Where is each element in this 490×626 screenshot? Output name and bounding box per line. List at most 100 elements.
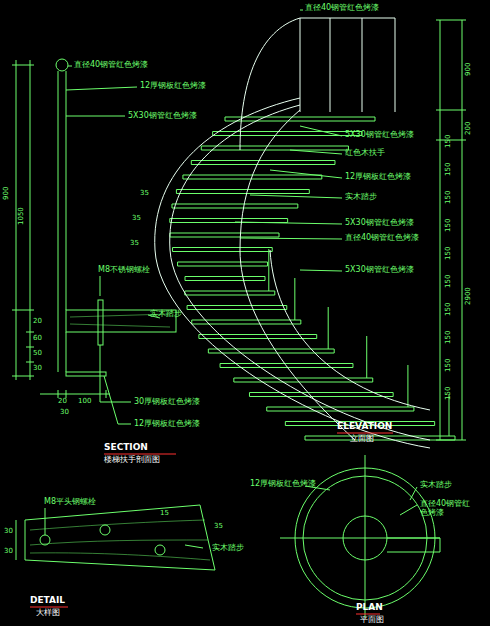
stair-stroke — [187, 306, 188, 310]
stair-stroke — [294, 278, 295, 320]
stair-stroke — [182, 175, 183, 179]
dimension-text: 150 — [445, 247, 453, 260]
view-title: DETAIL — [30, 596, 65, 606]
view-title: 大样图 — [36, 609, 60, 618]
stair-stroke — [366, 336, 367, 378]
dimension-text: 20 — [58, 398, 67, 406]
stair-stroke — [183, 179, 322, 180]
stair-stroke — [213, 135, 362, 136]
view-title: 立面图 — [350, 435, 374, 444]
stair-stroke — [272, 248, 273, 252]
stair-stroke — [372, 378, 373, 382]
dimension-text: 35 — [130, 240, 139, 248]
stair-stroke — [352, 364, 353, 368]
stair-stroke — [199, 338, 317, 339]
stair-stroke — [321, 175, 322, 179]
callout-text: M8不锈钢螺栓 — [98, 266, 150, 275]
dimension-text: 900 — [3, 187, 11, 200]
stair-stroke — [201, 150, 348, 151]
dimension-text: 15 — [160, 510, 169, 518]
stair-stroke — [185, 295, 275, 296]
stair-stroke — [176, 190, 177, 194]
stair-stroke — [220, 363, 353, 364]
dimension-text: 150 — [445, 303, 453, 316]
stair-stroke — [249, 396, 393, 397]
stair-stroke — [170, 233, 279, 234]
stair-stroke — [208, 349, 334, 350]
dimension-text: 150 — [445, 191, 453, 204]
stair-stroke — [198, 335, 199, 339]
dimension-text: 30 — [4, 528, 13, 536]
callout-text: 5X30钢管红色烤漆 — [128, 112, 197, 121]
dimension-text: 50 — [33, 350, 42, 358]
dimension-text: 1050 — [18, 207, 26, 225]
dimension-text: 900 — [465, 63, 473, 76]
stair-stroke — [178, 266, 268, 267]
callout-text: 12厚钢板红色烤漆 — [134, 420, 200, 429]
view-title: 平面图 — [360, 616, 384, 625]
callout-text: 12厚钢板红色烤漆 — [345, 173, 411, 182]
stair-stroke — [305, 436, 306, 440]
stair-stroke — [268, 249, 269, 291]
stair-stroke — [265, 277, 266, 281]
stair-stroke — [187, 305, 287, 306]
dimension-text: 150 — [445, 387, 453, 400]
stair-stroke — [201, 146, 348, 147]
stair-stroke — [169, 219, 170, 223]
stair-stroke — [407, 365, 408, 407]
stair-stroke — [286, 306, 287, 310]
stair-stroke — [285, 422, 286, 426]
callout-text: 实木踏步 — [150, 310, 182, 319]
stair-stroke — [173, 251, 273, 252]
view-title: SECTION — [104, 443, 148, 453]
stair-stroke — [287, 219, 288, 223]
stair-stroke — [177, 262, 178, 266]
stair-stroke — [413, 407, 414, 411]
view-title: 楼梯扶手剖面图 — [104, 456, 160, 465]
stair-stroke — [233, 378, 234, 382]
callout-text: 5X30钢管红色烤漆 — [345, 219, 414, 228]
callout-text: 5X30钢管红色烤漆 — [345, 131, 414, 140]
dimension-text: 35 — [140, 190, 149, 198]
stair-stroke — [172, 248, 173, 252]
dimension-text: 150 — [445, 219, 453, 232]
callout-text: 实木踏步 — [345, 193, 377, 202]
stair-stroke — [274, 291, 275, 295]
dimension-text: 35 — [214, 523, 223, 531]
callout-text: 5X30钢管红色烤漆 — [345, 266, 414, 275]
stair-stroke — [334, 161, 335, 165]
stair-stroke — [170, 218, 288, 219]
dimension-text: 20 — [33, 318, 42, 326]
stair-stroke — [185, 291, 275, 292]
stair-stroke — [178, 262, 268, 263]
stair-stroke — [185, 280, 265, 281]
dimension-text: 30 — [33, 365, 42, 373]
stair-stroke — [208, 349, 209, 353]
dimension-text: 150 — [445, 135, 453, 148]
stair-stroke — [225, 117, 375, 118]
stair-stroke — [170, 222, 288, 223]
dimension-text: 150 — [445, 331, 453, 344]
stair-stroke — [185, 277, 186, 281]
stair-stroke — [191, 161, 192, 165]
dimension-text: 30 — [4, 548, 13, 556]
stair-stroke — [434, 422, 435, 426]
dimension-text: 2900 — [465, 287, 473, 305]
dimension-text: 30 — [60, 409, 69, 417]
stair-stroke — [192, 320, 301, 321]
callout-text: 30厚钢板红色烤漆 — [134, 398, 200, 407]
stair-stroke — [328, 307, 329, 349]
stair-stroke — [249, 393, 250, 397]
stair-stroke — [201, 146, 202, 150]
stair-stroke — [225, 117, 226, 121]
callout-text: 12厚钢板红色烤漆 — [250, 480, 316, 489]
stair-stroke — [173, 247, 273, 248]
stair-stroke — [225, 121, 375, 122]
stair-stroke — [455, 436, 456, 440]
callout-text: M8平头钢螺栓 — [44, 498, 96, 507]
stair-stroke — [266, 407, 267, 411]
dimension-text: 150 — [445, 163, 453, 176]
stair-stroke — [176, 193, 309, 194]
